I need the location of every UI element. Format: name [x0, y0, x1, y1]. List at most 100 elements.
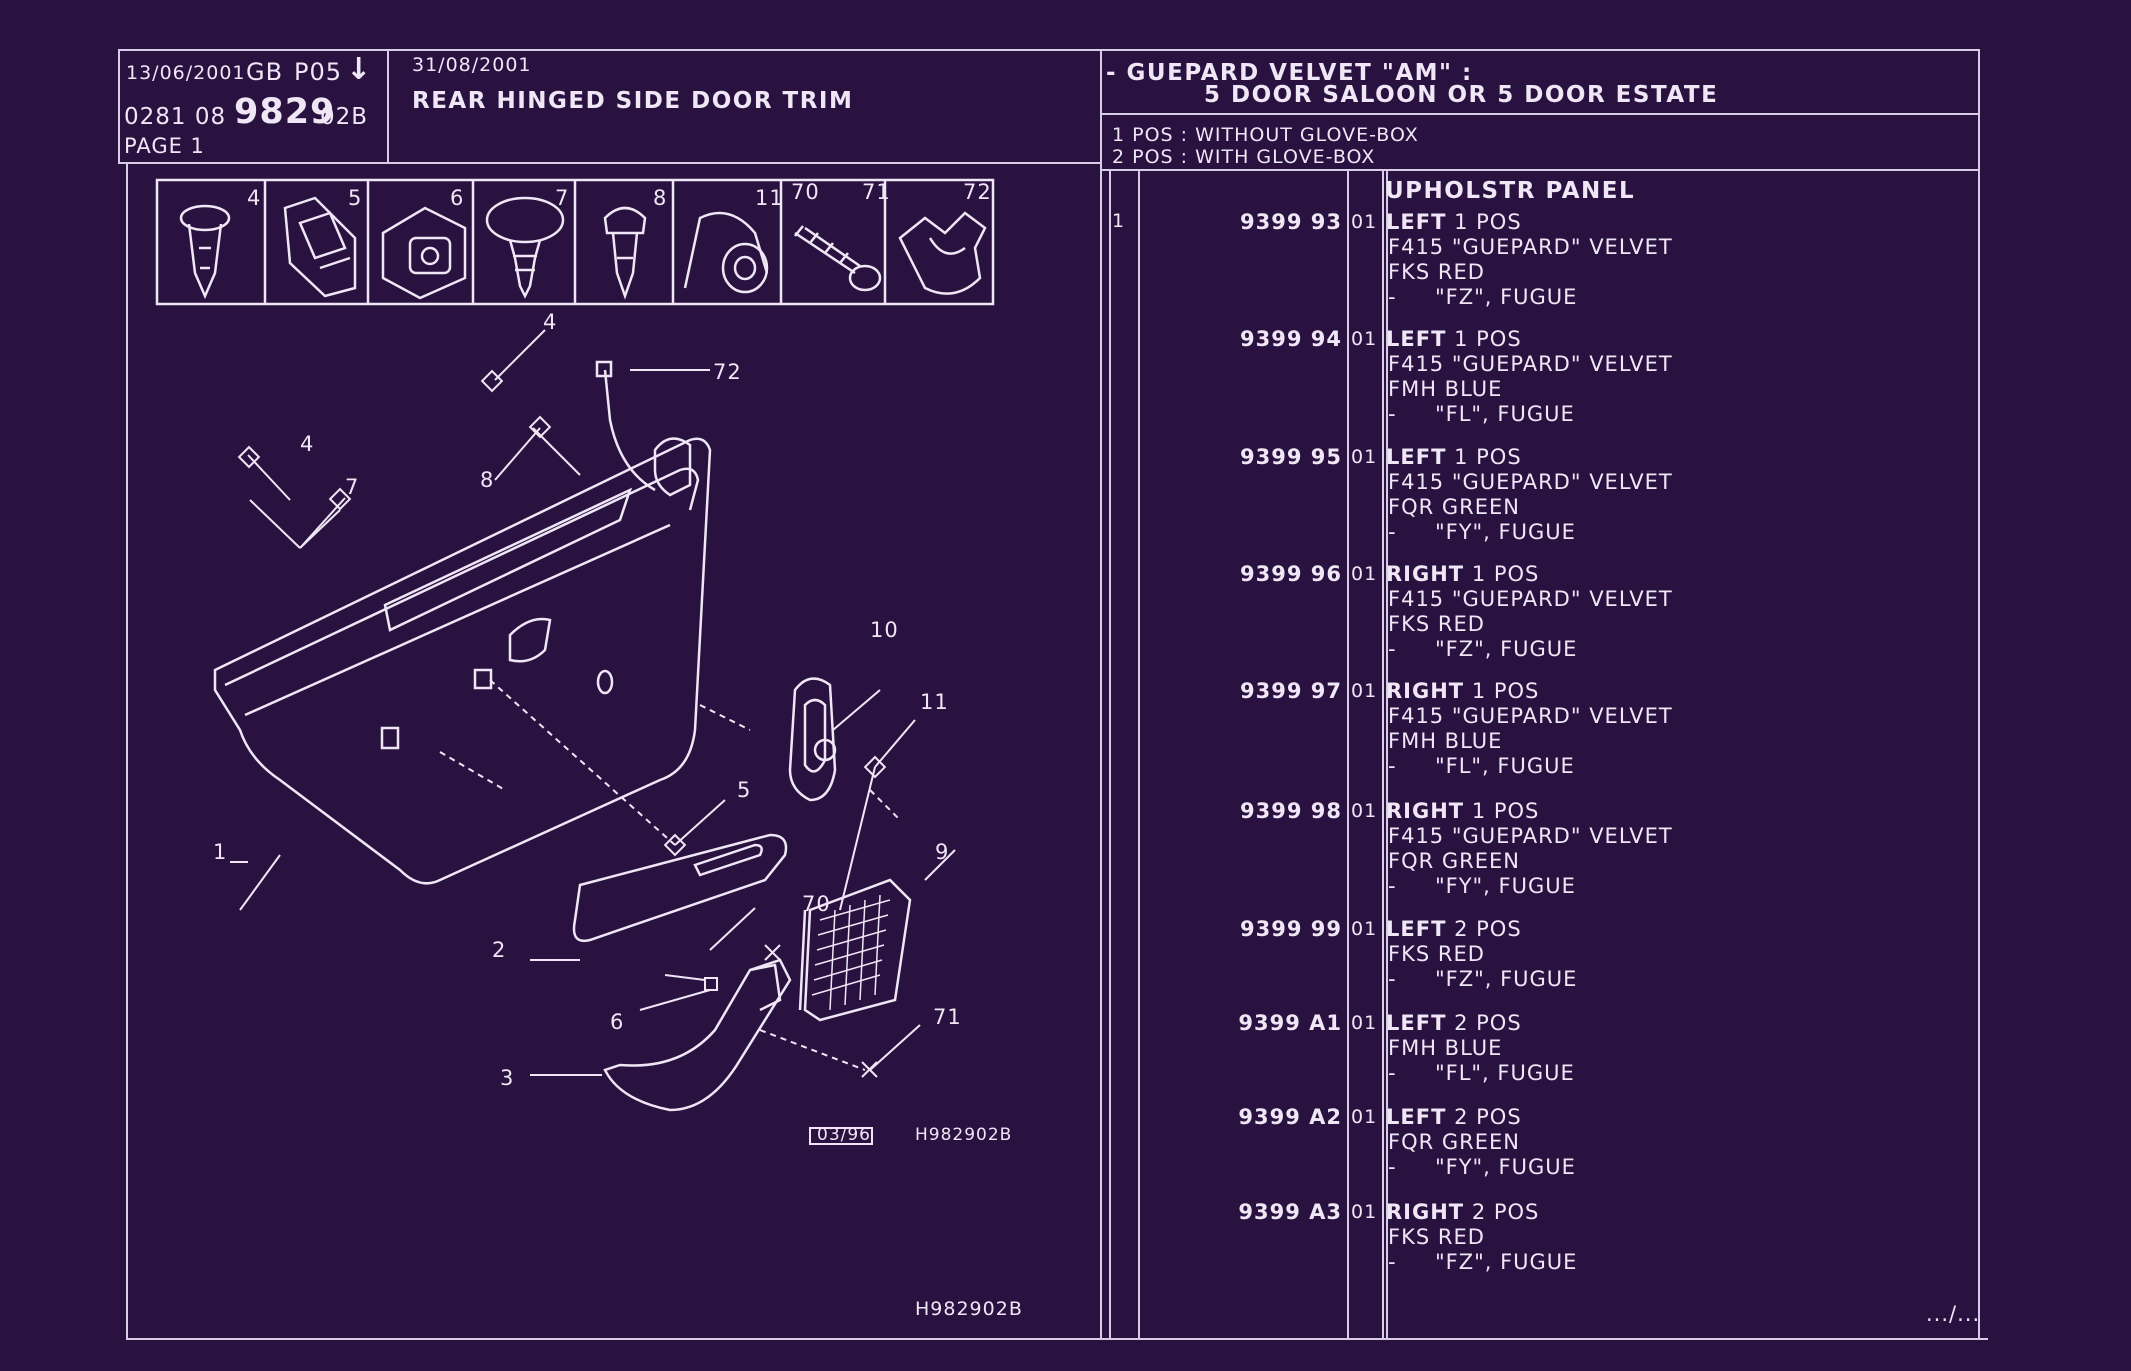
- part-pos: 2 POS: [1454, 1011, 1522, 1035]
- frame-left-lower: [126, 164, 128, 1340]
- part-variant: 01: [1351, 918, 1378, 940]
- part-variant: 01: [1351, 211, 1378, 233]
- part-pos: 2 POS: [1454, 1105, 1522, 1129]
- part-side: LEFT: [1386, 210, 1447, 234]
- part-side: LEFT: [1386, 917, 1447, 941]
- fastener-number: 7: [555, 186, 570, 210]
- part-detail-line: F415 "GUEPARD" VELVET: [1388, 587, 1673, 611]
- part-detail-line: FKS RED: [1388, 612, 1485, 636]
- part-side-pos: LEFT 1 POS: [1386, 445, 1673, 470]
- part-detail-line: - "FL", FUGUE: [1388, 754, 1575, 778]
- fastener-number: 71: [862, 180, 891, 204]
- pos-separator: [1100, 169, 1978, 171]
- part-detail-line: - "FZ", FUGUE: [1388, 1250, 1578, 1274]
- header-lang: GB: [246, 58, 284, 86]
- grab-handle: [603, 958, 792, 1112]
- header-ref-main: 9829: [234, 92, 336, 132]
- part-detail-line: FKS RED: [1388, 1225, 1485, 1249]
- diagram-callout: 4: [300, 432, 315, 456]
- frame-right: [1978, 49, 1980, 1340]
- diagram-callout: 7: [345, 475, 360, 499]
- pin-clip-icon: [603, 206, 647, 300]
- fastener-number: 72: [963, 180, 992, 204]
- part-side: LEFT: [1386, 1011, 1447, 1035]
- part-detail-line: - "FY", FUGUE: [1388, 520, 1576, 544]
- armrest: [572, 833, 788, 943]
- variant-line-2: 5 DOOR SALOON OR 5 DOOR ESTATE: [1204, 82, 1719, 108]
- continued-marker: .../...: [1926, 1302, 1981, 1326]
- part-ref: 9399 96: [1240, 562, 1342, 586]
- part-detail-line: FKS RED: [1388, 942, 1485, 966]
- part-pos: 1 POS: [1471, 799, 1540, 823]
- part-detail-line: - "FY", FUGUE: [1388, 874, 1576, 898]
- col-line-1: [1109, 169, 1111, 1340]
- col-line-3: [1347, 169, 1349, 1340]
- header-date-2: 31/08/2001: [412, 54, 532, 76]
- part-variant: 01: [1351, 446, 1378, 468]
- item-number: 1: [1112, 210, 1126, 232]
- part-pos: 2 POS: [1454, 917, 1522, 941]
- down-arrow-icon: ↓: [346, 52, 373, 87]
- header-ref-suffix: 02B: [320, 104, 369, 130]
- diagram-callout: 6: [610, 1010, 625, 1034]
- part-detail-line: F415 "GUEPARD" VELVET: [1388, 235, 1673, 259]
- part-pos: 2 POS: [1471, 1200, 1540, 1224]
- fastener-number: 6: [450, 186, 465, 210]
- part-variant: 01: [1351, 328, 1378, 350]
- frame-left: [118, 49, 120, 164]
- diagram-callout: 72: [713, 360, 742, 384]
- header-separator-left: [118, 162, 1102, 164]
- part-variant: 01: [1351, 1201, 1378, 1223]
- part-pos: 1 POS: [1471, 562, 1540, 586]
- part-side-pos: RIGHT 2 POS: [1386, 1200, 1577, 1225]
- variant-line-1: - GUEPARD VELVET "AM" :: [1106, 60, 1473, 86]
- section-title: UPHOLSTR PANEL: [1385, 178, 1636, 204]
- part-detail-line: - "FZ", FUGUE: [1388, 285, 1578, 309]
- diagram-callout: 4: [543, 310, 558, 334]
- part-detail-line: F415 "GUEPARD" VELVET: [1388, 470, 1673, 494]
- header-ref-prefix: 0281 08: [124, 104, 227, 130]
- col-line-5: [1386, 169, 1388, 1340]
- grommet-icon: [683, 211, 769, 294]
- part-variant: 01: [1351, 800, 1378, 822]
- part-side-pos: LEFT 1 POS: [1386, 327, 1673, 352]
- push-rivet-icon: [179, 204, 231, 300]
- screw-icon: [794, 225, 882, 292]
- nut-clip-icon: [381, 206, 467, 300]
- diagram-callout: 70: [802, 892, 831, 916]
- part-pos: 1 POS: [1471, 679, 1540, 703]
- part-side: LEFT: [1386, 327, 1447, 351]
- header-pos-code: P05: [294, 58, 343, 86]
- part-detail-line: F415 "GUEPARD" VELVET: [1388, 352, 1673, 376]
- fir-tree-clip-icon: [485, 196, 565, 299]
- header-divider-date: [387, 49, 389, 162]
- part-detail-line: - "FZ", FUGUE: [1388, 967, 1578, 991]
- diagram-callout: 8: [480, 468, 495, 492]
- part-detail-line: FMH BLUE: [1388, 729, 1503, 753]
- diagram-callout: 11: [920, 690, 949, 714]
- part-ref: 9399 93: [1240, 210, 1342, 234]
- part-side: RIGHT: [1386, 1200, 1465, 1224]
- part-side-pos: RIGHT 1 POS: [1386, 679, 1673, 704]
- part-pos: 1 POS: [1454, 445, 1522, 469]
- pos-note-1: 1 POS : WITHOUT GLOVE-BOX: [1112, 124, 1419, 146]
- fastener-number: 11: [755, 186, 784, 210]
- part-variant: 01: [1351, 563, 1378, 585]
- part-side: LEFT: [1386, 445, 1447, 469]
- part-pos: 1 POS: [1454, 327, 1522, 351]
- part-side: LEFT: [1386, 1105, 1447, 1129]
- glove-box-grille: [803, 878, 912, 1022]
- part-ref: 9399 A1: [1238, 1011, 1342, 1035]
- part-ref: 9399 A3: [1238, 1200, 1342, 1224]
- part-side-pos: LEFT 2 POS: [1386, 1011, 1575, 1036]
- part-detail-line: - "FZ", FUGUE: [1388, 637, 1578, 661]
- part-variant: 01: [1351, 1012, 1378, 1034]
- part-side: RIGHT: [1386, 562, 1465, 586]
